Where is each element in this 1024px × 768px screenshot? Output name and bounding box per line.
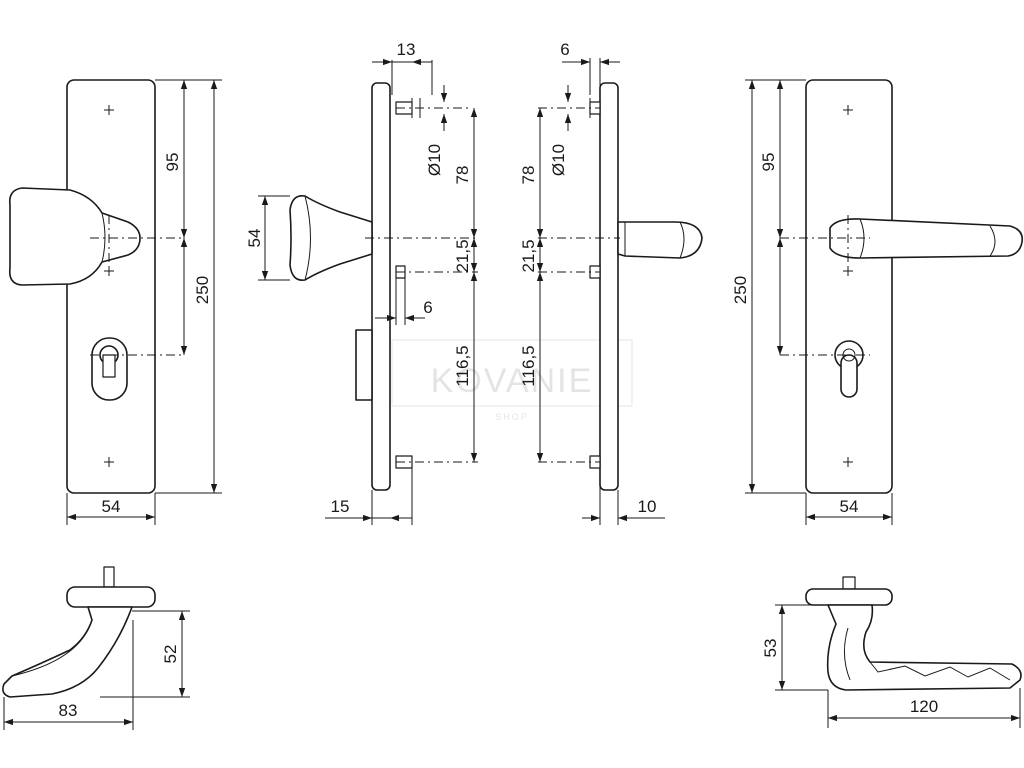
dim-center-offset-right: 21,5 (519, 239, 538, 272)
lever-outline (829, 218, 1024, 259)
dim-upper-spacing-right: 78 (519, 166, 538, 185)
dim-projection-bottom-left: 83 (59, 701, 78, 720)
dim-total-length: 250 (193, 276, 212, 304)
watermark: KOVANIE SHOP (391, 339, 633, 422)
dim-pin-offset: 6 (423, 298, 432, 317)
dims-front-right: 95 250 54 (731, 79, 893, 525)
dim-lower-spacing-right: 116,5 (519, 345, 538, 386)
dims-front-left: 95 250 54 (66, 79, 222, 525)
dim-upper-offset: 95 (163, 153, 182, 172)
dim-lower-spacing: 116,5 (453, 345, 472, 386)
front-view-lever-plate (780, 79, 1024, 494)
knob-outline (8, 187, 141, 286)
dim-total-length-right: 250 (731, 276, 750, 304)
plate-edge-right (599, 82, 619, 491)
watermark-brand: KOVANIE (431, 362, 594, 400)
backplate-outline-right (805, 79, 893, 494)
dim-top-offset: 13 (397, 40, 416, 59)
dim-depth-right: 10 (638, 497, 657, 516)
dim-depth: 15 (331, 497, 350, 516)
dim-upper-offset-right: 95 (759, 153, 778, 172)
dim-height-bottom-right: 53 (761, 639, 780, 658)
front-view-knob-plate (8, 79, 185, 494)
dim-projection-bottom-right: 120 (910, 697, 938, 716)
plate-edge (371, 82, 391, 491)
dim-width-right: 54 (840, 497, 859, 516)
top-view-knob (2, 566, 156, 698)
watermark-sub: SHOP (495, 412, 529, 422)
dim-center-offset: 21,5 (453, 239, 472, 272)
dims-side-right: 6 Ø10 78 21,5 116,5 10 (519, 40, 665, 525)
dims-bottom-left: 52 83 (3, 610, 190, 730)
top-view-lever (805, 576, 1022, 691)
dim-height-bottom-left: 52 (161, 645, 180, 664)
dim-top-offset-right: 6 (560, 40, 569, 59)
dim-hole-diameter-right: Ø10 (549, 144, 568, 176)
backplate-outline (66, 79, 156, 494)
side-view-lever (538, 82, 703, 491)
dims-side-left: 13 Ø10 78 21,5 116,5 54 6 15 (245, 40, 478, 525)
dim-upper-spacing: 78 (453, 166, 472, 185)
dim-width: 54 (102, 497, 121, 516)
dim-hole-diameter: Ø10 (425, 144, 444, 176)
side-view-knob (289, 82, 478, 491)
dim-knob-height: 54 (245, 229, 264, 248)
dims-bottom-right: 53 120 (761, 604, 1021, 728)
